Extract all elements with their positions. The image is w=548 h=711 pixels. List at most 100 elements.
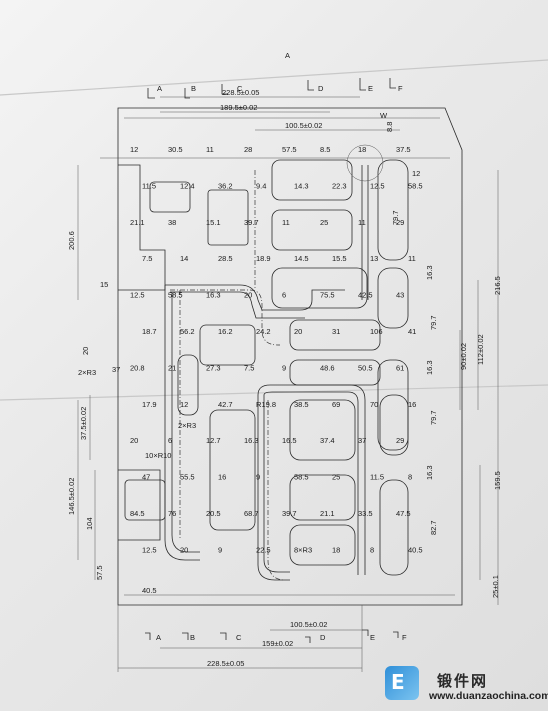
dimension-label-interior: 106 bbox=[370, 327, 383, 336]
dimension-label-interior: 18.9 bbox=[256, 254, 271, 263]
dimension-label-interior: 14.5 bbox=[294, 254, 309, 263]
dimension-label-interior: 16 bbox=[408, 400, 416, 409]
dimension-label-interior: 16.3 bbox=[206, 291, 221, 300]
dimension-label-interior: 14.3 bbox=[294, 181, 309, 190]
dimension-label-interior: 11.5 bbox=[370, 473, 384, 482]
dimension-label-interior: 22.3 bbox=[332, 181, 347, 190]
dimension-label-interior: 58.5 bbox=[168, 291, 183, 300]
dimension-label-interior: 55.5 bbox=[180, 473, 195, 482]
dimension-label-right: 16.3 bbox=[425, 360, 434, 375]
dimension-label-interior: 29 bbox=[396, 436, 404, 445]
dimension-label-interior: 15.1 bbox=[206, 218, 221, 227]
section-mark-bottom: A bbox=[156, 633, 161, 642]
dimension-label-bottom: 40.5 bbox=[142, 586, 157, 595]
dimension-label-interior: 43 bbox=[396, 291, 404, 300]
dimension-label-interior: 18 bbox=[332, 545, 340, 554]
dimension-label-interior: 11.5 bbox=[142, 181, 156, 190]
dimension-label-right: 90±0.02 bbox=[459, 343, 468, 370]
dimension-lines bbox=[77, 96, 499, 672]
detail-mark-label: W bbox=[380, 111, 388, 120]
dimension-label-bottom: 100.5±0.02 bbox=[290, 620, 327, 629]
dimension-label-interior: 37.5 bbox=[396, 145, 411, 154]
dimension-label-interior: 28 bbox=[244, 145, 252, 154]
section-mark-bottom: C bbox=[236, 633, 242, 642]
dimension-label-interior: 36.2 bbox=[218, 181, 233, 190]
dimension-label-top: 8.8 bbox=[385, 122, 394, 132]
section-mark-bottom: E bbox=[370, 633, 375, 642]
watermark: E 锻件网 www.duanzaochina.com bbox=[385, 660, 548, 708]
dimension-label-interior: 58.5 bbox=[294, 473, 309, 482]
dimension-label-left: 104 bbox=[85, 517, 94, 530]
dimension-label-interior: 69 bbox=[332, 400, 340, 409]
dimension-label-interior: 33.5 bbox=[358, 509, 373, 518]
dimension-label-interior: 40.5 bbox=[408, 545, 423, 554]
site-url: www.duanzaochina.com bbox=[429, 690, 548, 702]
interior-geometry bbox=[124, 159, 409, 576]
dimension-label-left: 2×R3 bbox=[78, 368, 96, 377]
dimension-label-interior: 12 bbox=[180, 400, 188, 409]
dimension-label-interior: R19.8 bbox=[256, 400, 276, 409]
cooling-channels bbox=[164, 144, 384, 581]
dimension-label-interior: 20.5 bbox=[206, 509, 221, 518]
dimension-label-interior: 21.1 bbox=[320, 509, 335, 518]
dimension-label-interior: 75.5 bbox=[320, 291, 335, 300]
dimension-label-interior: 20.8 bbox=[130, 363, 145, 372]
dimension-label-interior: 16.2 bbox=[218, 327, 233, 336]
dimension-label-interior: 16.3 bbox=[244, 436, 259, 445]
dimension-label-interior: 12.7 bbox=[206, 436, 221, 445]
dimension-label-left: 10×R10 bbox=[145, 451, 171, 460]
section-mark-top: E bbox=[368, 84, 373, 93]
dimension-label-left: 37.5±0.02 bbox=[79, 407, 88, 440]
section-mark-bottom: B bbox=[190, 633, 195, 642]
dimension-label-left: 37 bbox=[112, 365, 120, 374]
section-mark-top: B bbox=[191, 84, 196, 93]
dimension-label-interior: 16.5 bbox=[282, 436, 297, 445]
dimension-label-interior: 39.7 bbox=[282, 509, 297, 518]
dimension-label-interior: 84.5 bbox=[130, 509, 145, 518]
dimension-label-interior: 16 bbox=[218, 473, 226, 482]
dimension-label-interior: 8×R3 bbox=[294, 545, 312, 554]
dimension-label-interior: 9 bbox=[282, 363, 286, 372]
dimension-label-interior: 47 bbox=[142, 473, 150, 482]
view-title-label: A bbox=[285, 51, 290, 60]
dimension-label-interior: 8.5 bbox=[320, 145, 330, 154]
dimension-label-right: 79.7 bbox=[429, 315, 438, 330]
dimension-label-interior: 9 bbox=[218, 545, 222, 554]
dimension-label-interior: 17.9 bbox=[142, 400, 157, 409]
dimension-label-interior: 58.5 bbox=[408, 181, 423, 190]
dimension-label-interior: 41 bbox=[408, 327, 416, 336]
dimension-label-interior: 11 bbox=[408, 254, 416, 263]
dimension-label-interior: 37 bbox=[358, 436, 366, 445]
dimension-label-interior: 9.4 bbox=[256, 181, 266, 190]
dimension-label-interior: 24.2 bbox=[256, 327, 271, 336]
dimension-label-interior: 27.3 bbox=[206, 363, 221, 372]
dimension-label-interior: 9 bbox=[256, 473, 260, 482]
dimension-label-interior: 20 bbox=[130, 436, 138, 445]
dimension-label-right: 79.7 bbox=[429, 410, 438, 425]
dimension-label-interior: 28.5 bbox=[218, 254, 233, 263]
dimension-label-interior: 20 bbox=[244, 291, 252, 300]
dimension-label-interior: 30.5 bbox=[168, 145, 183, 154]
dimension-label-interior: 50.5 bbox=[358, 363, 373, 372]
dimension-label-interior: 12.5 bbox=[370, 181, 385, 190]
dimension-label-interior: 12.5 bbox=[130, 291, 145, 300]
dimension-label-right: 112±0.02 bbox=[476, 334, 485, 365]
dimension-label-left: 146.5±0.02 bbox=[67, 478, 76, 515]
part-outline bbox=[117, 107, 463, 606]
site-title: 锻件网 bbox=[437, 672, 489, 690]
section-mark-bottom: D bbox=[320, 633, 326, 642]
dimension-label-interior: 56.2 bbox=[180, 327, 195, 336]
dimension-label-interior: 29 bbox=[396, 218, 404, 227]
section-mark-top: A bbox=[157, 84, 162, 93]
dimension-label-interior: 18 bbox=[358, 145, 366, 154]
dimension-label-interior: 20 bbox=[294, 327, 302, 336]
dimension-label-interior: 12 bbox=[130, 145, 138, 154]
dimension-label-interior: 42.7 bbox=[218, 400, 233, 409]
dimension-label-left: 200.6 bbox=[67, 231, 76, 250]
dimension-label-interior: 15.5 bbox=[332, 254, 347, 263]
dimension-label-bottom: 159±0.02 bbox=[262, 639, 293, 648]
dimension-label-interior: 48.6 bbox=[320, 363, 335, 372]
dimension-label-interior: 21 bbox=[168, 363, 176, 372]
dimension-label-interior: 13 bbox=[370, 254, 378, 263]
